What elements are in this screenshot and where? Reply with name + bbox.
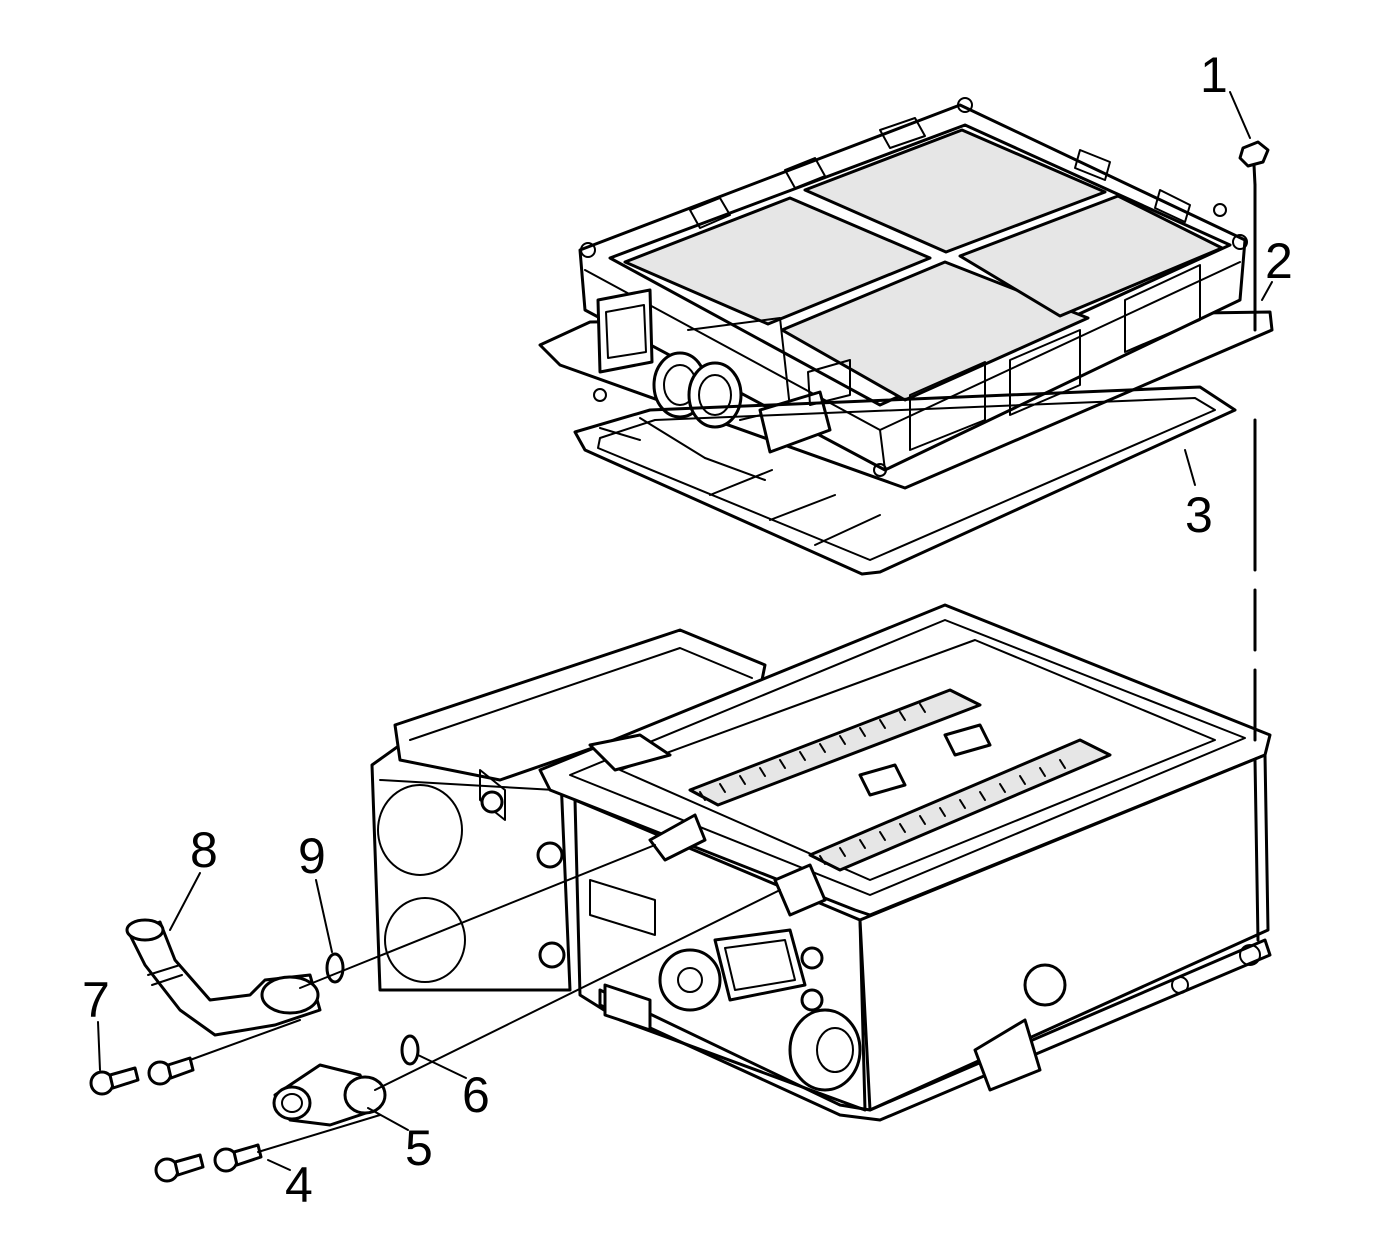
coolant-pipe-lower	[272, 1063, 387, 1127]
callout-3: 3	[1185, 487, 1213, 543]
bolt-item-1	[1238, 140, 1270, 187]
lower-housing	[370, 603, 1272, 1122]
callout-9: 9	[298, 828, 326, 884]
bolt-item-7-b	[147, 1056, 195, 1086]
callout-2: 2	[1265, 233, 1293, 289]
leader-lines	[97, 91, 1273, 1171]
callout-7: 7	[82, 972, 110, 1028]
bolt-item-4-b	[213, 1143, 263, 1173]
bolt-item-4-a	[154, 1153, 205, 1183]
upper-module	[538, 97, 1274, 490]
o-ring-lower	[400, 1034, 420, 1066]
assembly-lines	[189, 183, 1260, 1153]
coolant-hose-upper	[125, 918, 322, 1037]
callout-1: 1	[1200, 47, 1228, 103]
bolt-item-7-a	[89, 1066, 140, 1096]
callout-4: 4	[285, 1157, 313, 1213]
callout-6: 6	[462, 1067, 490, 1123]
callout-8: 8	[190, 822, 218, 878]
callout-5: 5	[405, 1120, 433, 1176]
gasket	[573, 385, 1237, 576]
o-ring-upper	[325, 952, 345, 984]
